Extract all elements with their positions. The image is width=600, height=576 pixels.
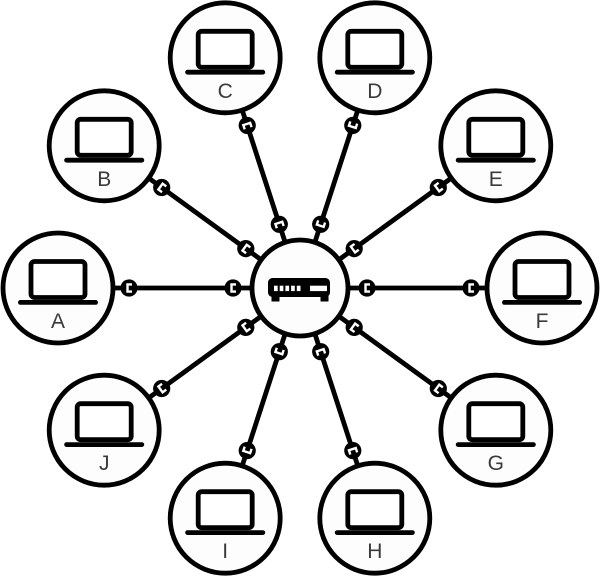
cable-connector-icon xyxy=(462,279,480,297)
node-F: F xyxy=(484,230,600,346)
laptop-base xyxy=(185,530,266,535)
cable-connector-icon xyxy=(153,178,171,197)
laptop-base xyxy=(334,530,415,535)
cable-connector-icon xyxy=(237,318,255,336)
cable-connector-icon xyxy=(344,442,362,460)
laptop-icon xyxy=(334,489,415,535)
cable-connector-icon xyxy=(429,379,447,398)
laptop-screen xyxy=(345,489,405,531)
laptop-icon xyxy=(455,401,536,447)
cable-connector-icon xyxy=(238,442,256,460)
laptop-icon xyxy=(18,259,98,305)
cable-connector-icon xyxy=(270,343,288,361)
cable-connector-icon xyxy=(238,116,256,135)
cable-connector-icon xyxy=(429,178,447,197)
laptop-screen xyxy=(28,259,88,300)
node-label: J xyxy=(99,452,110,475)
cable-connector-icon xyxy=(120,279,138,297)
laptop-screen xyxy=(195,489,255,531)
laptop-icon xyxy=(455,116,536,163)
laptop-icon xyxy=(64,401,145,447)
laptop-icon xyxy=(185,28,266,75)
cable-connector-icon xyxy=(344,116,362,135)
node-label: E xyxy=(489,168,503,191)
node-B: B xyxy=(46,88,162,204)
node-label: C xyxy=(218,80,233,103)
network-switch-icon xyxy=(268,278,330,302)
node-I: I xyxy=(167,460,283,576)
cable-connector-icon xyxy=(312,215,330,233)
node-label: H xyxy=(367,540,382,563)
hub-node xyxy=(249,237,351,339)
cable-connector-icon xyxy=(237,240,255,258)
node-D: D xyxy=(317,0,433,116)
node-H: H xyxy=(317,460,433,576)
node-A: A xyxy=(0,230,116,346)
laptop-screen xyxy=(74,401,134,443)
laptop-base xyxy=(18,300,98,305)
laptop-base xyxy=(455,442,536,447)
laptop-base xyxy=(455,157,536,163)
laptop-icon xyxy=(185,489,266,535)
node-C: C xyxy=(167,0,283,116)
laptop-base xyxy=(64,157,145,163)
node-label: I xyxy=(222,540,228,563)
laptop-icon xyxy=(334,28,415,75)
laptop-base xyxy=(334,69,415,75)
node-label: F xyxy=(536,310,549,333)
node-G: G xyxy=(438,372,554,488)
laptop-screen xyxy=(195,28,255,70)
laptop-base xyxy=(64,442,145,447)
laptop-screen xyxy=(466,401,526,443)
laptop-screen xyxy=(74,116,134,158)
node-E: E xyxy=(438,88,554,204)
node-label: G xyxy=(488,452,504,475)
cable-connector-icon xyxy=(312,343,330,361)
cable-connector-icon xyxy=(270,215,288,233)
laptop-screen xyxy=(512,259,572,300)
laptop-screen xyxy=(466,116,526,158)
laptop-icon xyxy=(502,259,582,305)
laptop-icon xyxy=(64,116,145,163)
cable-connector-icon xyxy=(345,318,363,336)
node-J: J xyxy=(46,372,162,488)
node-label: B xyxy=(97,168,111,191)
laptop-screen xyxy=(345,28,405,70)
node-label: D xyxy=(367,80,382,103)
cable-connector-icon xyxy=(358,279,376,297)
node-label: A xyxy=(51,310,65,333)
laptop-base xyxy=(185,69,266,75)
cable-connector-icon xyxy=(345,240,363,258)
cable-connector-icon xyxy=(224,279,242,297)
cable-connector-icon xyxy=(153,379,171,398)
laptop-base xyxy=(502,300,582,305)
